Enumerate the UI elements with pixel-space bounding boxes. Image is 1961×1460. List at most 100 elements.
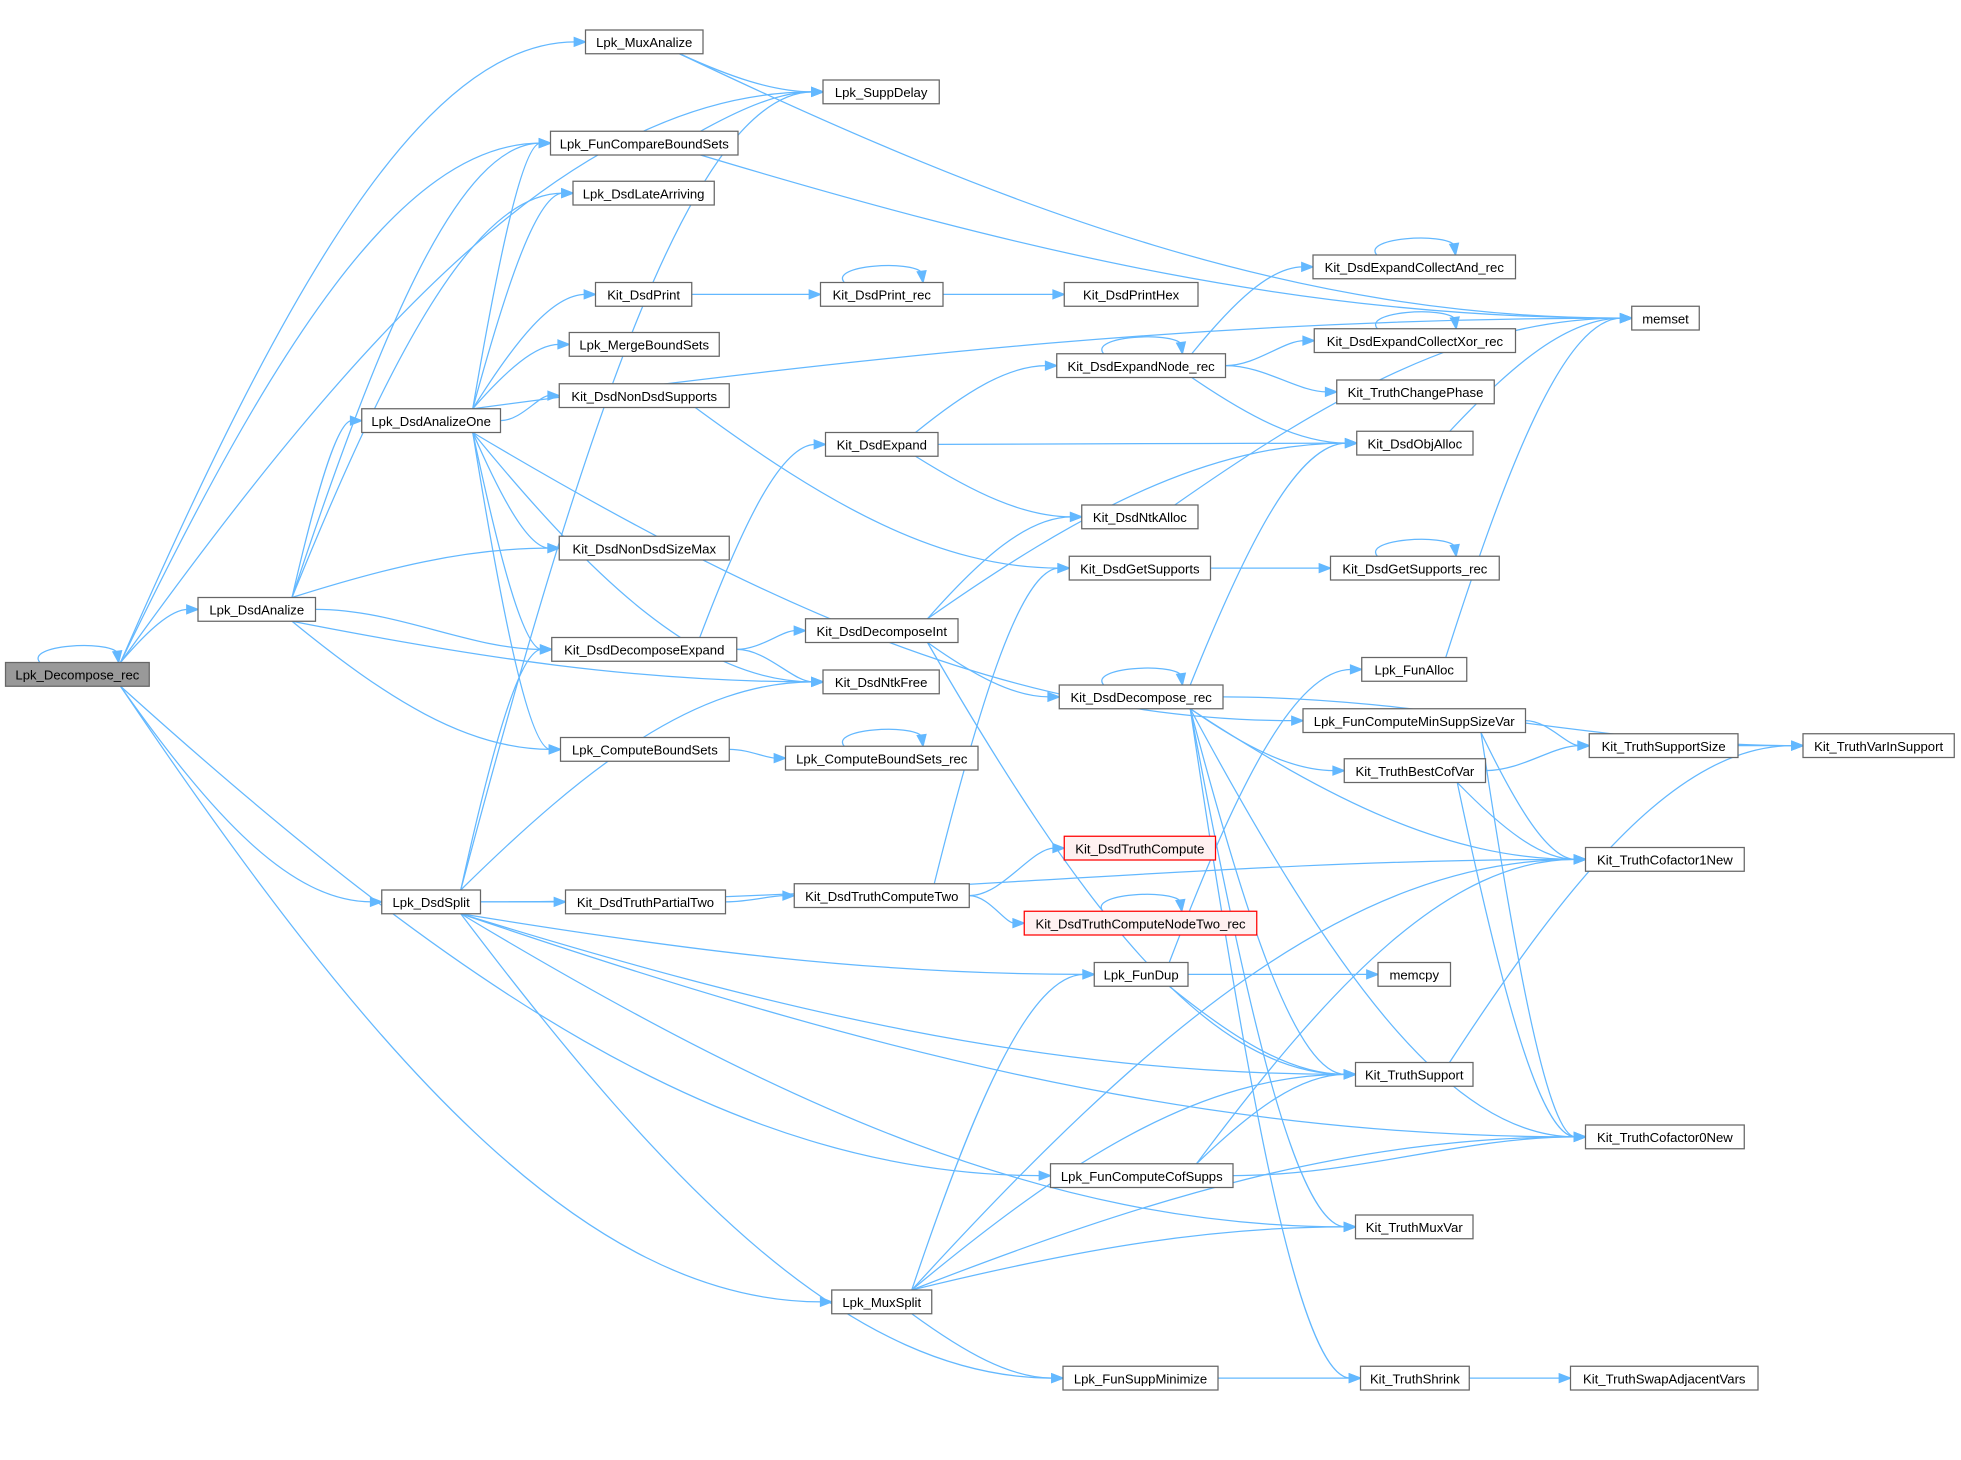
node-kit-dsdntkfree[interactable]: Kit_DsdNtkFree (822, 669, 940, 695)
node-lpk-dsdanalizeone[interactable]: Lpk_DsdAnalizeOne (361, 408, 502, 434)
arrowhead (1349, 664, 1364, 675)
node-kit-dsdtruthcomputetwo[interactable]: Kit_DsdTruthComputeTwo (793, 883, 970, 909)
node-kit-dsddecomposeexpand[interactable]: Kit_DsdDecomposeExpand (551, 636, 738, 662)
edge-lpk-funcomputecofsupps-to-kit-truthsupport (1196, 1069, 1358, 1165)
node-kit-truthshrink[interactable]: Kit_TruthShrink (1359, 1365, 1470, 1391)
node-lpk-dsdsplit[interactable]: Lpk_DsdSplit (381, 889, 482, 915)
node-memcpy[interactable]: memcpy (1377, 961, 1452, 987)
edge-kit-dsdexpandcollectand-rec-to-kit-dsdexpandcollectand-rec (1374, 237, 1460, 257)
node-box (784, 745, 979, 771)
node-kit-dsdgetsupports[interactable]: Kit_DsdGetSupports (1068, 555, 1212, 581)
node-kit-dsdexpandnode-rec[interactable]: Kit_DsdExpandNode_rec (1056, 353, 1227, 379)
arrowhead (1348, 1372, 1363, 1384)
node-label: Lpk_FunCompareBoundSets (560, 136, 730, 151)
node-box (1313, 328, 1517, 354)
node-box (1081, 504, 1199, 530)
edge-kit-dsddecompose-rec-to-kit-truthsupport (1189, 708, 1358, 1080)
node-label: Kit_DsdExpandCollectAnd_rec (1325, 260, 1505, 275)
node-kit-dsdtruthcompute[interactable]: Kit_DsdTruthCompute (1063, 835, 1217, 861)
node-label: memcpy (1389, 968, 1439, 983)
node-kit-truthswapadjacentvars[interactable]: Kit_TruthSwapAdjacentVars (1569, 1365, 1759, 1391)
arrowhead (1318, 562, 1333, 574)
arrowhead (819, 1296, 834, 1308)
node-kit-dsdexpandcollectxor-rec[interactable]: Kit_DsdExpandCollectXor_rec (1313, 328, 1517, 354)
node-label: Lpk_Decompose_rec (15, 668, 139, 683)
edge-lpk-dsdanalizeone-to-kit-dsdnondsdsizemax (472, 432, 561, 554)
node-lpk-dsdanalize[interactable]: Lpk_DsdAnalize (197, 596, 317, 622)
node-kit-truthvarinsupport[interactable]: Kit_TruthVarInSupport (1802, 733, 1955, 759)
edge-lpk-dsdsplit-to-kit-truthcofactor0new (460, 913, 1588, 1143)
arrowhead (1044, 360, 1059, 371)
node-kit-dsdtruthpartialtwo[interactable]: Kit_DsdTruthPartialTwo (564, 889, 727, 915)
node-box (822, 79, 940, 105)
node-label: Kit_DsdTruthComputeTwo (805, 889, 958, 904)
node-kit-truthsupport[interactable]: Kit_TruthSupport (1354, 1061, 1474, 1087)
node-kit-dsdexpand[interactable]: Kit_DsdExpand (824, 431, 939, 457)
node-label: Lpk_FunAlloc (1375, 663, 1455, 678)
node-kit-dsdnondsdsupports[interactable]: Kit_DsdNonDsdSupports (558, 383, 730, 409)
node-label: Lpk_DsdAnalize (209, 603, 304, 618)
node-box (793, 883, 970, 909)
node-kit-truthsupportsize[interactable]: Kit_TruthSupportSize (1588, 733, 1739, 759)
node-box (1093, 961, 1189, 987)
node-kit-dsdntkalloc[interactable]: Kit_DsdNtkAlloc (1081, 504, 1199, 530)
node-kit-truthcofactor1new[interactable]: Kit_TruthCofactor1New (1584, 846, 1745, 872)
node-kit-dsddecompose-rec[interactable]: Kit_DsdDecompose_rec (1058, 684, 1224, 710)
node-box (1049, 1163, 1234, 1189)
node-kit-dsdexpandcollectand-rec[interactable]: Kit_DsdExpandCollectAnd_rec (1312, 254, 1517, 280)
node-lpk-funsuppminimize[interactable]: Lpk_FunSuppMinimize (1062, 1365, 1219, 1391)
arrowhead (1052, 289, 1066, 300)
arrowhead (111, 650, 123, 665)
node-kit-truthbestcofvar[interactable]: Kit_TruthBestCofVar (1343, 758, 1487, 784)
arrowhead (916, 270, 927, 285)
node-lpk-funcomputeminsuppsizevar[interactable]: Lpk_FunComputeMinSuppSizeVar (1302, 708, 1527, 734)
node-label: Kit_TruthCofactor1New (1597, 853, 1733, 868)
node-lpk-computeboundsets[interactable]: Lpk_ComputeBoundSets (559, 736, 730, 762)
node-kit-dsdprint[interactable]: Kit_DsdPrint (594, 281, 693, 307)
edge-kit-dsdexpandnode-rec-to-kit-dsdobjalloc (1191, 376, 1359, 449)
node-lpk-muxsplit[interactable]: Lpk_MuxSplit (831, 1289, 933, 1315)
node-lpk-suppdelay[interactable]: Lpk_SuppDelay (822, 79, 940, 105)
node-lpk-funcompareboundsets[interactable]: Lpk_FunCompareBoundSets (549, 130, 739, 156)
node-lpk-funcomputecofsupps[interactable]: Lpk_FunComputeCofSupps (1049, 1163, 1234, 1189)
node-kit-dsdtruthcomputenodetwo-rec[interactable]: Kit_DsdTruthComputeNodeTwo_rec (1023, 910, 1258, 936)
node-box (4, 661, 150, 687)
node-box (564, 889, 727, 915)
arrowhead (553, 896, 568, 908)
node-label: Kit_DsdTruthCompute (1075, 841, 1204, 856)
node-kit-dsddecomposeint[interactable]: Kit_DsdDecomposeInt (804, 618, 959, 644)
node-kit-truthmuxvar[interactable]: Kit_TruthMuxVar (1354, 1214, 1474, 1240)
arrowhead (1057, 562, 1071, 574)
edge-lpk-muxsplit-to-lpk-funsuppminimize (911, 1313, 1065, 1384)
edge-kit-dsdtruthpartialtwo-to-kit-dsdtruthcomputetwo (725, 890, 796, 903)
node-kit-dsdprint-rec[interactable]: Kit_DsdPrint_rec (819, 281, 944, 307)
arrowhead (808, 289, 823, 300)
edge-lpk-funcomputeminsuppsizevar-to-kit-truthcofactor1new (1480, 732, 1588, 865)
arrowhead (1301, 261, 1315, 273)
edge-lpk-fundup-to-lpk-funalloc (1168, 664, 1364, 963)
node-lpk-funalloc[interactable]: Lpk_FunAlloc (1361, 656, 1468, 682)
arrowhead (548, 744, 563, 755)
node-memset[interactable]: memset (1631, 305, 1700, 331)
node-lpk-mergeboundsets[interactable]: Lpk_MergeBoundSets (568, 331, 720, 357)
arrowhead (1791, 740, 1805, 751)
node-kit-dsdgetsupports-rec[interactable]: Kit_DsdGetSupports_rec (1329, 555, 1500, 581)
edge-lpk-dsdsplit-to-kit-dsdntkfree (460, 676, 825, 891)
edge-kit-dsddecomposeexpand-to-kit-dsddecomposeint (736, 625, 808, 650)
edge-lpk-dsdsplit-to-lpk-funsuppminimize (460, 913, 1065, 1384)
node-lpk-dsdlatearriving[interactable]: Lpk_DsdLateArriving (572, 180, 715, 206)
node-lpk-computeboundsets-rec[interactable]: Lpk_ComputeBoundSets_rec (784, 745, 979, 771)
node-lpk-muxanalize[interactable]: Lpk_MuxAnalize (584, 29, 704, 55)
node-kit-truthchangephase[interactable]: Kit_TruthChangePhase (1336, 379, 1495, 405)
edge-kit-dsdexpand-to-kit-dsdntkalloc (915, 455, 1084, 523)
node-kit-truthcofactor0new[interactable]: Kit_TruthCofactor0New (1584, 1124, 1745, 1150)
node-kit-dsdobjalloc[interactable]: Kit_DsdObjAlloc (1356, 430, 1474, 456)
node-label: Kit_DsdObjAlloc (1368, 436, 1463, 451)
node-kit-dsdprinthex[interactable]: Kit_DsdPrintHex (1063, 281, 1199, 307)
node-label: Lpk_FunDup (1104, 968, 1179, 983)
arrowhead (557, 339, 571, 350)
node-lpk-decompose-rec[interactable]: Lpk_Decompose_rec (4, 661, 150, 687)
node-lpk-fundup[interactable]: Lpk_FunDup (1093, 961, 1189, 987)
node-kit-dsdnondsdsizemax[interactable]: Kit_DsdNonDsdSizeMax (558, 535, 730, 561)
node-label: Kit_DsdNonDsdSupports (571, 389, 717, 404)
